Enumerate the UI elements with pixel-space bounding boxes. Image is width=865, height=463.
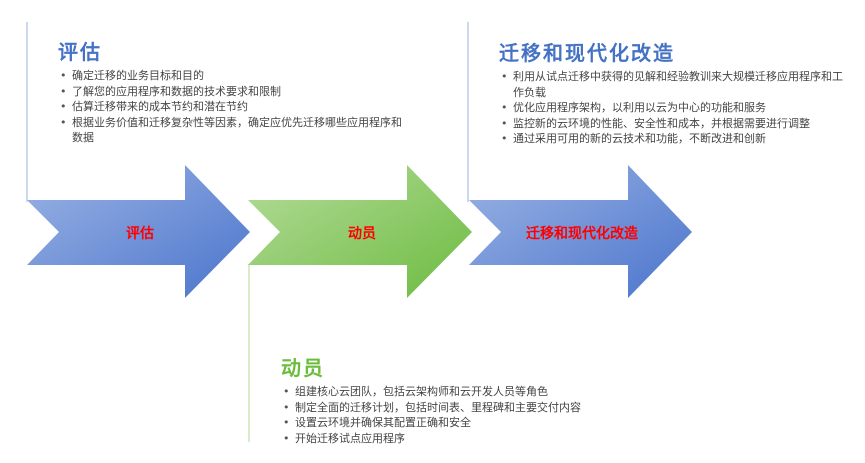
list-item: 设置云环境并确保其配置正确和安全 <box>281 415 661 431</box>
list-item: 了解您的应用程序和数据的技术要求和限制 <box>58 84 418 100</box>
list-item: 利用从试点迁移中获得的见解和经验教训来大规模迁移应用程序和工作负载 <box>499 69 848 100</box>
mobilize-block: 动员 组建核心云团队，包括云架构师和云开发人员等角色 制定全面的迁移计划，包括时… <box>281 356 661 446</box>
migrate-block: 迁移和现代化改造 利用从试点迁移中获得的见解和经验教训来大规模迁移应用程序和工作… <box>499 41 849 147</box>
list-item: 通过采用可用的新的云技术和功能，不断改进和创新 <box>499 131 849 147</box>
connector-line-migrate <box>467 22 469 202</box>
arrow-label-migrate: 迁移和现代化改造 <box>526 225 638 242</box>
list-item: 开始迁移试点应用程序 <box>281 431 661 447</box>
arrow-assess <box>27 165 250 298</box>
migrate-title: 迁移和现代化改造 <box>499 41 675 65</box>
list-item: 组建核心云团队，包括云架构师和云开发人员等角色 <box>281 384 661 400</box>
migrate-list: 利用从试点迁移中获得的见解和经验教训来大规模迁移应用程序和工作负载 优化应用程序… <box>499 69 849 147</box>
list-item: 确定迁移的业务目标和目的 <box>58 68 418 84</box>
assess-list: 确定迁移的业务目标和目的 了解您的应用程序和数据的技术要求和限制 估算迁移带来的… <box>58 68 418 146</box>
assess-title: 评估 <box>58 40 102 64</box>
mobilize-title: 动员 <box>281 356 325 380</box>
arrow-label-assess: 评估 <box>126 225 154 242</box>
assess-block: 评估 确定迁移的业务目标和目的 了解您的应用程序和数据的技术要求和限制 估算迁移… <box>58 40 418 146</box>
arrow-mobilize <box>248 165 472 298</box>
list-item: 估算迁移带来的成本节约和潜在节约 <box>58 99 418 115</box>
list-item: 监控新的云环境的性能、安全性和成本，并根据需要进行调整 <box>499 116 849 132</box>
list-item: 制定全面的迁移计划，包括时间表、里程碑和主要交付内容 <box>281 400 661 416</box>
list-item: 根据业务价值和迁移复杂性等因素，确定应优先迁移哪些应用程序和数据 <box>58 115 412 146</box>
connector-line-assess <box>26 22 28 202</box>
arrow-label-mobilize: 动员 <box>348 225 376 242</box>
arrow-migrate <box>469 165 692 298</box>
connector-line-mobilize <box>248 264 250 442</box>
list-item: 优化应用程序架构，以利用以云为中心的功能和服务 <box>499 100 849 116</box>
mobilize-list: 组建核心云团队，包括云架构师和云开发人员等角色 制定全面的迁移计划，包括时间表、… <box>281 384 661 446</box>
